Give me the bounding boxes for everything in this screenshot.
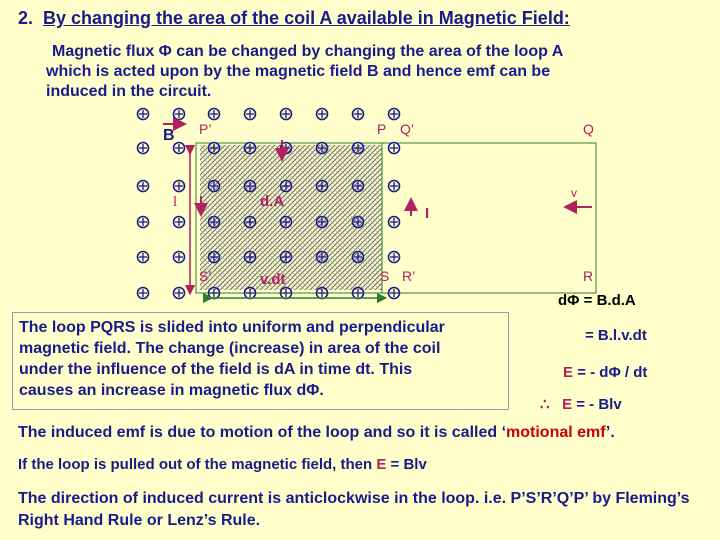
field-cross-icon [315,215,329,229]
label-vdt: v.dt [260,271,286,288]
field-cross-icon [172,250,186,264]
section-number: 2. [18,8,34,28]
field-cross-icon [351,179,365,193]
conclusion-line-1: The induced emf is due to motion of the … [18,424,615,442]
field-cross-icon [172,215,186,229]
coil-diagram: B P’ P Q’ Q l d.A I v S’ v.dt S R’ R [136,107,597,304]
equation-motional: ∴ E = - Blv [540,395,622,413]
equation-blvdt: = B.l.v.dt [585,327,647,344]
field-cross-icon [351,141,365,155]
emf-symbol: E [563,364,574,381]
motional-emf-term: motional emf [506,424,606,441]
therefore-icon: ∴ [540,396,550,413]
conclusion-2-pre: If the loop is pulled out of the magneti… [18,456,373,473]
field-cross-icon [315,141,329,155]
label-Q: Q [583,121,594,137]
field-cross-icon [243,141,257,155]
field-cross-icon [387,141,401,155]
field-cross-icon [315,107,329,121]
field-cross-icon [243,250,257,264]
field-cross-icon [351,107,365,121]
field-cross-icon [207,286,221,300]
field-cross-icon [207,179,221,193]
field-cross-icon [172,107,186,121]
field-cross-icon [136,215,150,229]
field-cross-icon [243,215,257,229]
field-cross-icon [351,250,365,264]
label-dA: d.A [260,193,284,210]
field-cross-icon [207,107,221,121]
field-cross-icon [315,250,329,264]
label-S-prime: S’ [199,268,211,284]
explanation-box: The loop PQRS is slided into uniform and… [12,312,509,410]
label-P: P [377,121,386,137]
box-line-4: causes an increase in magnetic flux dΦ. [19,382,324,399]
box-line-2: magnetic field. The change (increase) in… [19,340,441,357]
field-cross-icon [351,286,365,300]
intro-line-1: Magnetic flux Φ can be changed by changi… [52,43,564,60]
field-cross-icon [279,215,293,229]
field-cross-icon [136,141,150,155]
label-R-prime: R’ [402,268,415,284]
field-cross-icon [243,107,257,121]
conclusion-1-pre: The induced emf is due to motion of the … [18,424,507,441]
field-cross-icon [207,141,221,155]
field-cross-icon [351,215,365,229]
field-cross-icon [279,179,293,193]
field-cross-icon [136,179,150,193]
field-cross-icon [387,179,401,193]
field-cross-icon [136,250,150,264]
section-title: By changing the area of the coil A avail… [43,8,570,28]
hatched-area [200,145,382,290]
box-line-3: under the influence of the field is dA i… [19,361,413,378]
conclusion-line-2: If the loop is pulled out of the magneti… [18,456,427,473]
field-cross-icon [172,286,186,300]
intro-paragraph: Magnetic flux Φ can be changed by changi… [46,42,666,102]
field-cross-icon [207,250,221,264]
label-I: I [425,205,429,222]
field-cross-icon [387,215,401,229]
field-cross-icon [315,179,329,193]
intro-line-3: induced in the circuit. [46,83,212,100]
equation-faraday: E = - dΦ / dt [563,364,647,381]
magnetic-field-grid [136,107,401,300]
field-cross-icon [243,286,257,300]
label-l: l [173,194,177,210]
field-cross-icon [136,107,150,121]
equation-flux: dΦ = B.d.A [558,292,636,309]
label-S: S [380,268,389,284]
emf-symbol-2: E [562,396,573,413]
field-cross-icon [279,107,293,121]
emf-symbol-3: E [376,456,387,473]
box-line-1: The loop PQRS is slided into uniform and… [19,319,445,336]
label-P-prime: P’ [199,121,211,137]
conclusion-2-post: = Blv [390,456,427,473]
field-cross-icon [387,107,401,121]
field-cross-icon [172,179,186,193]
field-cross-icon [279,250,293,264]
conclusion-line-3: The direction of induced current is anti… [18,490,690,529]
field-cross-icon [172,141,186,155]
section-heading: 2. By changing the area of the coil A av… [18,8,570,29]
field-cross-icon [279,286,293,300]
field-cross-icon [136,286,150,300]
field-cross-icon [387,250,401,264]
conclusion-1-post: ’. [605,424,615,441]
field-cross-icon [387,286,401,300]
field-cross-icon [243,179,257,193]
label-v: v [571,186,577,200]
label-B: B [163,127,175,144]
intro-line-2: which is acted upon by the magnetic fiel… [46,63,551,80]
faraday-rhs: = - dΦ / dt [577,364,648,381]
label-R: R [583,268,593,284]
field-cross-icon [207,215,221,229]
motional-rhs: = - Blv [576,396,622,413]
field-cross-icon [315,286,329,300]
label-Q-prime: Q’ [400,121,414,137]
